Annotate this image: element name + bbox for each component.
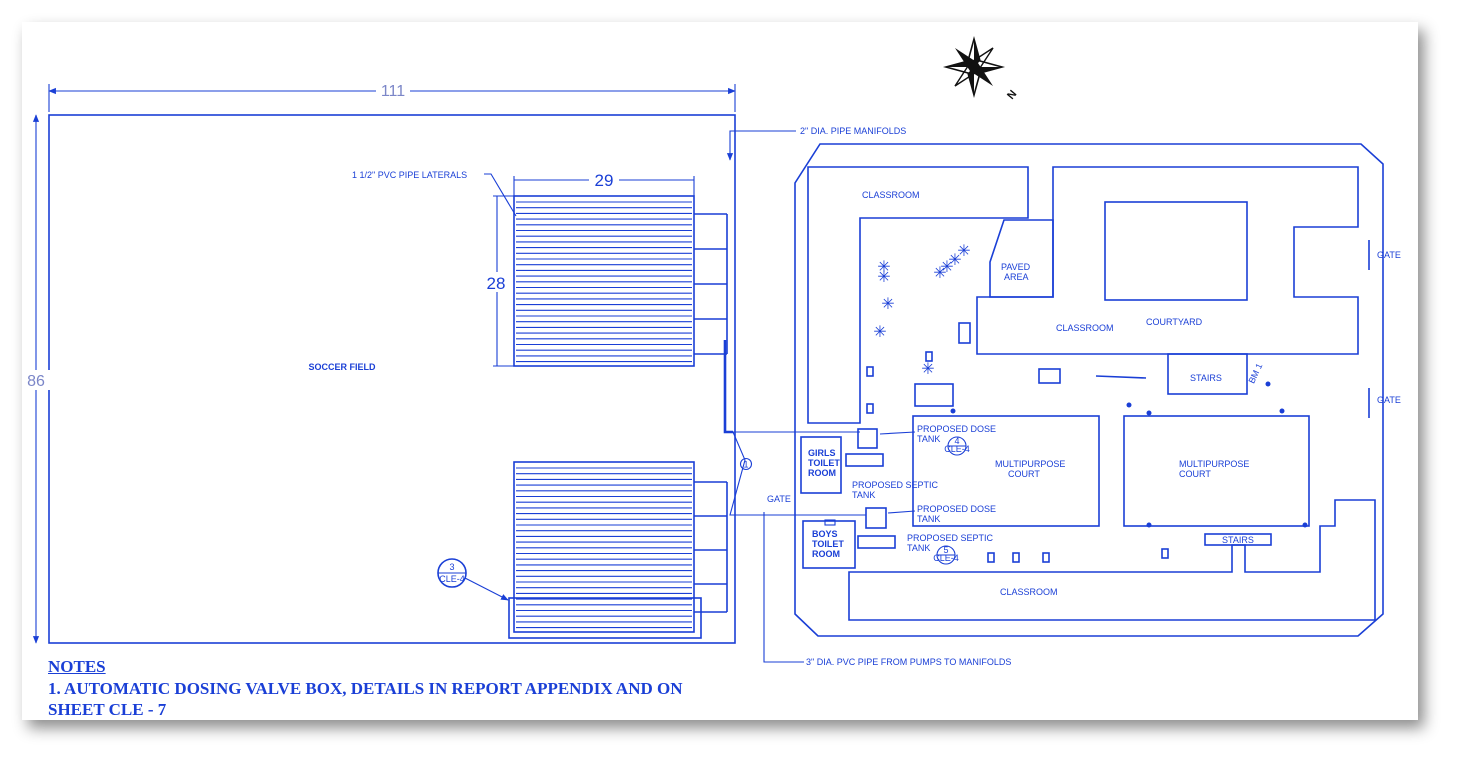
lower-lateral-field	[513, 461, 695, 633]
main-pipe-upper	[723, 340, 733, 434]
callout-4: 4 CLE-4	[944, 436, 970, 456]
multipurpose-court-east-label-1: MULTIPURPOSE	[1179, 459, 1249, 469]
proposed-dose-tank-2	[865, 507, 887, 529]
tree-icon: ✳	[948, 250, 961, 269]
lower-pipe-laterals	[516, 467, 692, 629]
lower-manifold-connections	[694, 481, 728, 613]
pvc-pumps-label: 3" DIA. PVC PIPE FROM PUMPS TO MANIFOLDS	[806, 657, 1011, 667]
classroom-courtyard-label: CLASSROOM	[1056, 323, 1114, 333]
pvc-laterals-leader	[484, 173, 517, 217]
classroom-west-label: CLASSROOM	[862, 190, 920, 200]
multipurpose-court-east	[1123, 415, 1310, 527]
tree-icon: ✳	[933, 263, 946, 282]
upper-pipe-laterals	[516, 201, 692, 363]
notes-title: NOTES	[48, 657, 106, 676]
paved-area-label-1: PAVED	[1001, 262, 1031, 272]
multipurpose-court-west	[912, 415, 1100, 527]
trees: ✳✳✳✳✳✳✳✳✳	[873, 241, 970, 378]
lateral-width-dimension: 29	[595, 171, 614, 190]
gate-east-2-label: GATE	[1377, 395, 1401, 405]
site-features	[866, 322, 1308, 563]
stairs-north	[1167, 353, 1248, 395]
pvc-pumps-leader	[763, 512, 804, 663]
tree-icon: ✳	[957, 241, 970, 260]
girls-toilet-label-2: TOILET	[808, 458, 840, 468]
benchmark-label: BM 1	[1246, 362, 1264, 385]
boys-toilet-room	[802, 520, 856, 569]
north-label: N	[1005, 88, 1019, 102]
svg-text:CLE-4: CLE-4	[944, 444, 970, 454]
boys-toilet-label-1: BOYS	[812, 529, 838, 539]
proposed-dose-tank-1	[857, 428, 878, 449]
valve-marker-number: 1	[743, 460, 748, 470]
drawing-sheet	[22, 22, 1418, 720]
tree-icon: ✳	[881, 294, 894, 313]
proposed-septic-tank-2	[857, 535, 896, 549]
svg-text:3: 3	[449, 562, 454, 572]
courtyard	[1104, 201, 1248, 301]
multipurpose-court-east-label-2: COURT	[1179, 469, 1211, 479]
svg-text:4: 4	[954, 436, 959, 446]
tree-icon: ✳	[921, 359, 934, 378]
feed-pipe-dose-2	[729, 431, 866, 516]
pvc-laterals-label: 1 1/2" PVC PIPE LATERALS	[352, 170, 467, 180]
valve-marker	[739, 457, 753, 471]
paved-area-label-2: AREA	[1004, 272, 1029, 282]
school-site-boundary	[794, 143, 1384, 637]
soccer-field-label: SOCCER FIELD	[308, 362, 376, 372]
septic-tank-2-label-1: PROPOSED SEPTIC	[907, 533, 994, 543]
upper-manifold-connections	[694, 213, 728, 355]
stairs-north-label: STAIRS	[1190, 373, 1222, 383]
callout-5: 5 CLE-4	[933, 545, 959, 565]
manifolds-leader	[726, 130, 796, 161]
notes-line-1: 1. AUTOMATIC DOSING VALVE BOX, DETAILS I…	[48, 679, 683, 698]
lateral-height-dimension: 28	[487, 274, 506, 293]
courtyard-label: COURTYARD	[1146, 317, 1203, 327]
width-dimension: 111	[381, 83, 405, 100]
boys-toilet-label-3: ROOM	[812, 549, 840, 559]
multipurpose-court-west-label-1: MULTIPURPOSE	[995, 459, 1065, 469]
girls-toilet-label-3: ROOM	[808, 468, 836, 478]
boys-toilet-label-2: TOILET	[812, 539, 844, 549]
classroom-south-building	[848, 499, 1376, 621]
girls-toilet-label-1: GIRLS	[808, 448, 836, 458]
soccer-field-boundary	[48, 114, 736, 644]
svg-text:5: 5	[943, 545, 948, 555]
north-arrow-icon	[942, 35, 1006, 99]
paved-area	[989, 219, 1054, 298]
classroom-west-building	[807, 166, 1029, 424]
notes-line-2: SHEET CLE - 7	[48, 700, 167, 719]
upper-lateral-field	[513, 195, 695, 367]
girls-toilet-room	[800, 436, 842, 494]
pipe-manifolds-label: 2" DIA. PIPE MANIFOLDS	[800, 126, 906, 136]
septic-tank-1-label-2: TANK	[852, 490, 875, 500]
dose-tank-1-label-1: PROPOSED DOSE	[917, 424, 996, 434]
height-dimension: 86	[27, 373, 45, 390]
multipurpose-court-west-label-2: COURT	[1008, 469, 1040, 479]
callout-3: 3 CLE-4	[437, 558, 509, 601]
gate-east-1-label: GATE	[1377, 250, 1401, 260]
gate-west-label: GATE	[767, 494, 791, 504]
svg-text:CLE-4: CLE-4	[439, 574, 465, 584]
classroom-courtyard-building	[976, 166, 1359, 355]
svg-text:CLE-4: CLE-4	[933, 553, 959, 563]
tree-icon: ✳	[873, 322, 886, 341]
septic-tank-2-label-2: TANK	[907, 543, 930, 553]
dose-tank-2-label-2: TANK	[917, 514, 940, 524]
classroom-south-label: CLASSROOM	[1000, 587, 1058, 597]
tree-icon: ✳	[940, 257, 953, 276]
dose-tank-1-label-2: TANK	[917, 434, 940, 444]
tree-icon: ✳	[877, 257, 890, 276]
lower-lateral-highlight	[508, 597, 702, 639]
proposed-septic-tank-1	[845, 453, 884, 467]
stairs-south-label: STAIRS	[1222, 535, 1254, 545]
dose-tank-2-label-1: PROPOSED DOSE	[917, 504, 996, 514]
tree-icon: ✳	[877, 267, 890, 286]
septic-tank-1-label-1: PROPOSED SEPTIC	[852, 480, 939, 490]
